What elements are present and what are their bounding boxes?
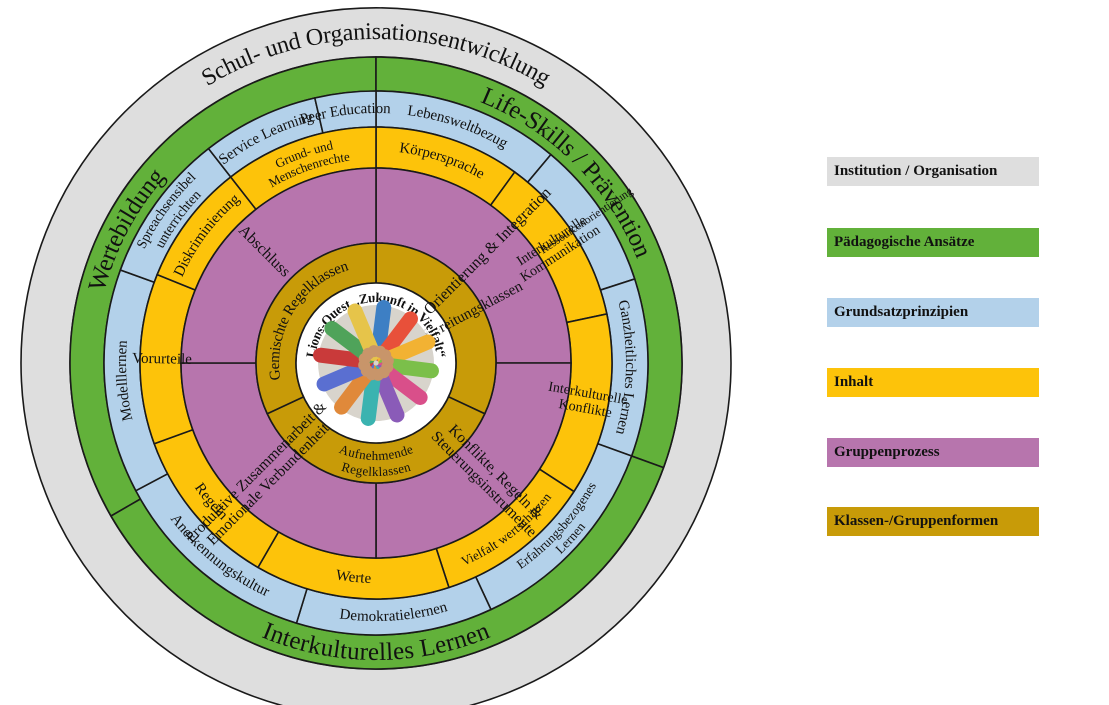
legend-item-paedagogik: Pädagogische Ansätze: [827, 228, 1039, 257]
center-hands-photo: [313, 300, 439, 426]
legend-item-grundsatz: Grundsatzprinzipien: [827, 298, 1039, 327]
legend-item-inhalt: Inhalt: [827, 368, 1039, 397]
program-wheel-diagram: Schul- und OrganisationsentwicklungWerte…: [20, 7, 732, 705]
hand-arm: [378, 334, 436, 368]
hand: [367, 345, 380, 358]
hand-arm: [378, 357, 439, 379]
klassen-label-1-line2: Regelklassen: [340, 458, 412, 478]
hand-arm: [371, 365, 405, 423]
hand-arm: [316, 358, 374, 392]
klassen-label-1-line1: Aufnehmende: [337, 441, 414, 463]
inhalt-label-6: Vorurteile: [132, 351, 192, 368]
hand-arm: [370, 300, 392, 361]
wheel-rings: [20, 7, 732, 705]
hand-arm: [375, 311, 418, 364]
hand-arm: [360, 365, 382, 426]
hand-arm: [324, 321, 377, 364]
inhalt-label-4: Werte: [335, 567, 372, 587]
hand-arm: [313, 347, 374, 369]
hand-arm: [334, 362, 377, 415]
legend-item-institution: Institution / Organisation: [827, 157, 1039, 186]
hand-arm: [375, 362, 428, 405]
hand-arm: [347, 303, 381, 361]
legend-item-klassen: Klassen-/Gruppenformen: [827, 507, 1039, 536]
legend-item-gruppe: Gruppenprozess: [827, 438, 1039, 467]
